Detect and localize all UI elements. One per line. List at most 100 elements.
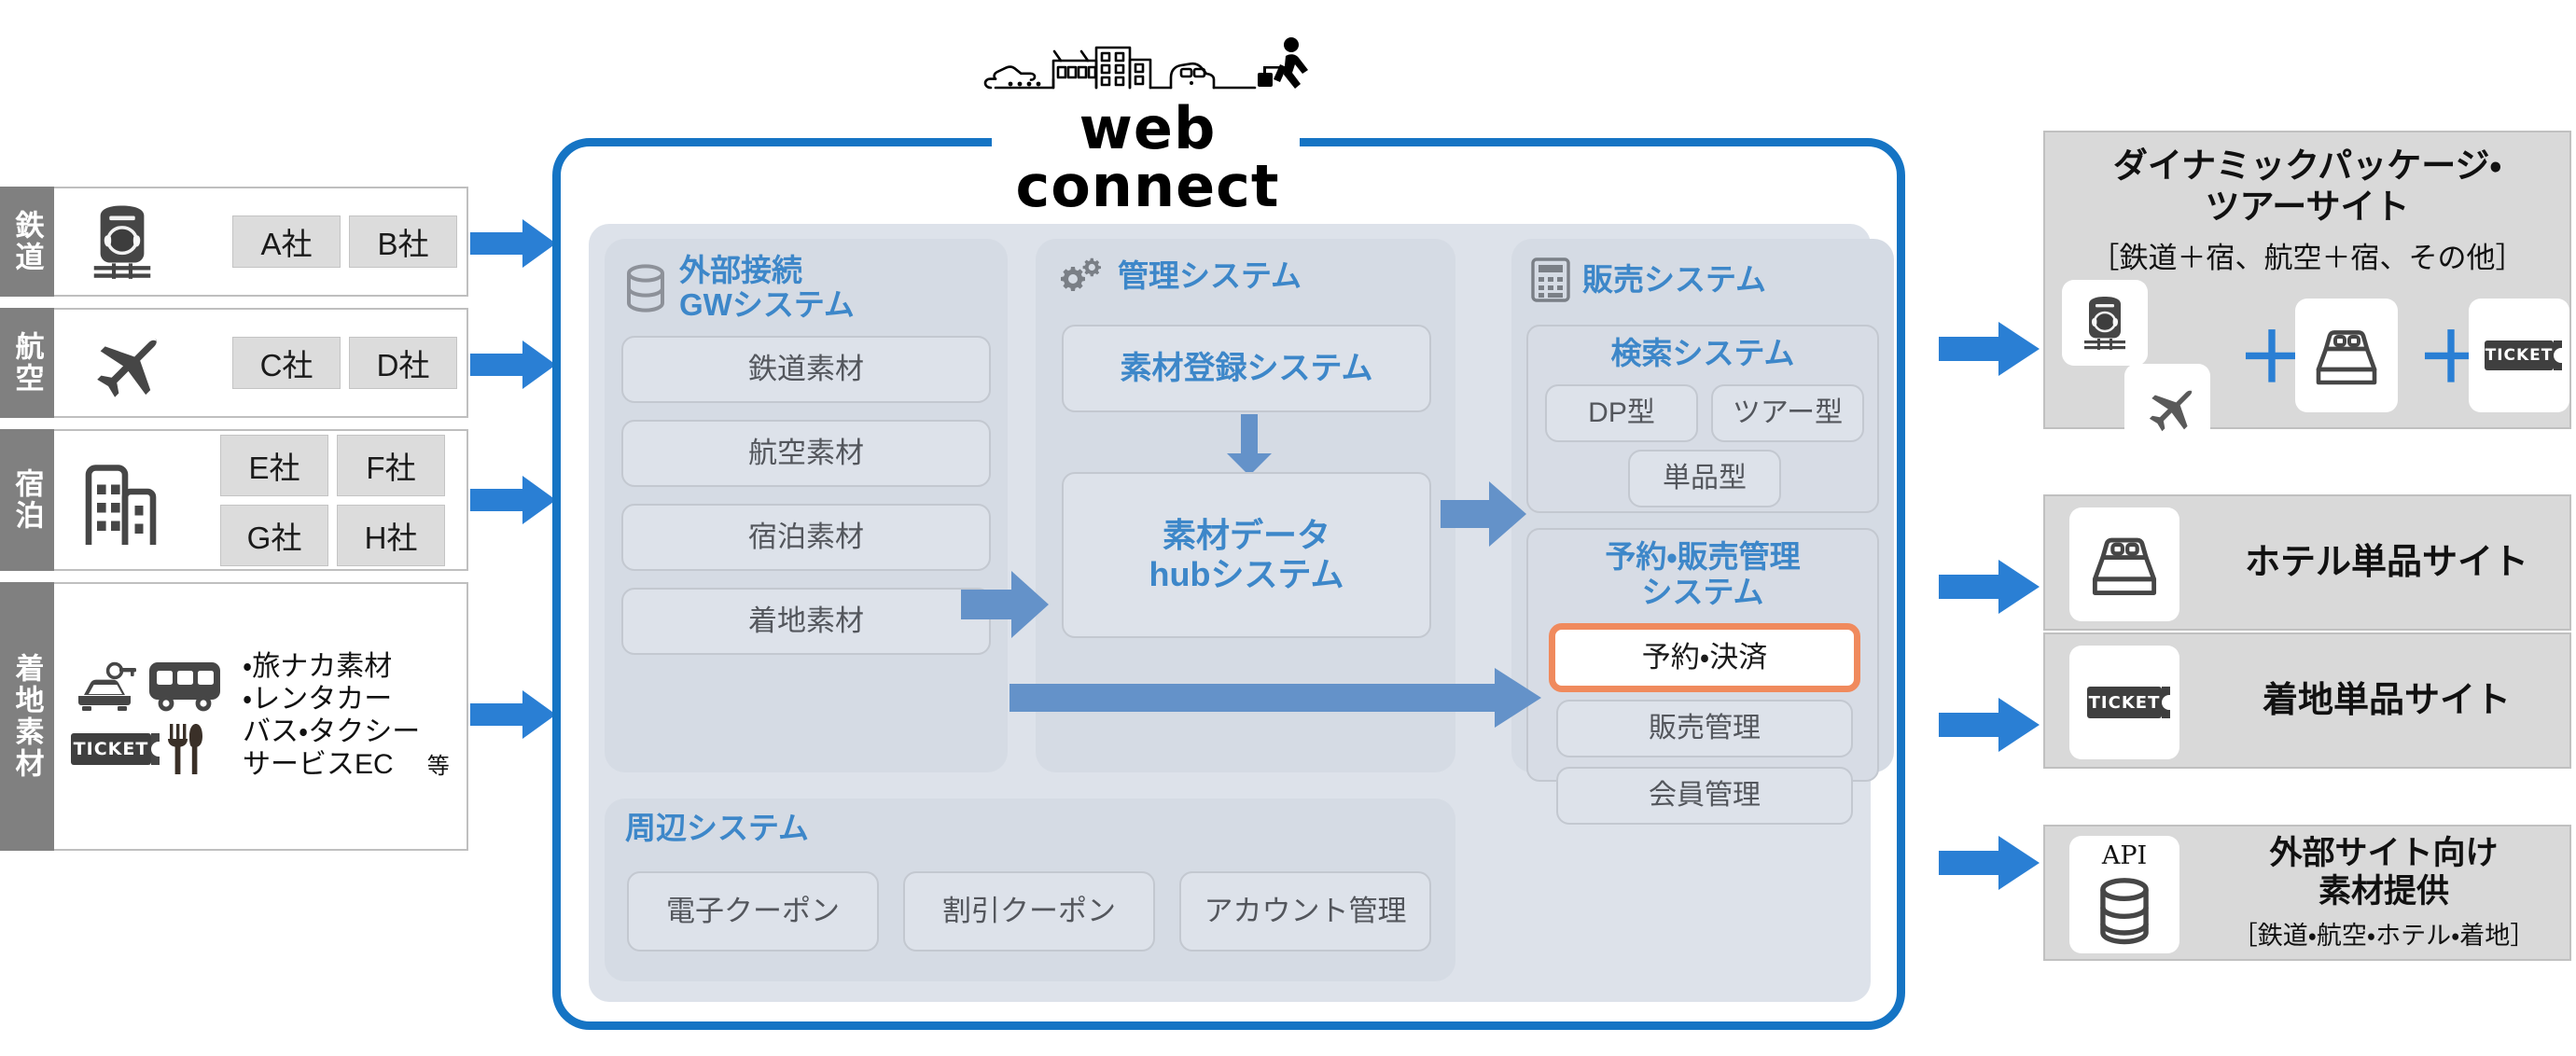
peripheral-item-account[interactable]: アカウント管理 bbox=[1179, 871, 1431, 952]
output-subtitle-dynamic-package: ［鉄道＋宿、航空＋宿、その他］ bbox=[2090, 242, 2525, 275]
gears-icon bbox=[1061, 257, 1101, 291]
gateway-item-air[interactable]: 航空素材 bbox=[621, 420, 991, 487]
search-item-dp[interactable]: DP型 bbox=[1545, 384, 1698, 442]
category-label-air: 航空 bbox=[0, 308, 54, 418]
company-box: C社 bbox=[232, 337, 341, 389]
plus-sign: ＋ bbox=[2237, 319, 2306, 396]
airplane-icon bbox=[2124, 364, 2210, 450]
booking-item-payment[interactable]: 予約・決済 bbox=[1549, 623, 1860, 692]
supplier-row-rail: 鉄道 A社 B社 bbox=[0, 187, 468, 297]
group-gateway: 外部接続 GWシステム 鉄道素材 航空素材 宿泊素材 着地素材 bbox=[605, 239, 1008, 772]
search-item-single[interactable]: 単品型 bbox=[1628, 450, 1781, 507]
ticket-icon: TICKET bbox=[71, 733, 160, 765]
group-management-label: 管理システム bbox=[1118, 257, 1302, 293]
skyline-icon bbox=[983, 37, 1308, 90]
booking-item-member-mgmt[interactable]: 会員管理 bbox=[1556, 767, 1853, 825]
output-title-api: 外部サイト向け 素材提供 bbox=[2269, 834, 2499, 910]
peripheral-item-discount[interactable]: 割引クーポン bbox=[903, 871, 1155, 952]
web-connect-logo: web connect bbox=[980, 35, 1316, 215]
bed-icon bbox=[2069, 507, 2179, 621]
restaurant-icon bbox=[168, 724, 202, 774]
management-item-registration[interactable]: 素材登録システム bbox=[1062, 325, 1431, 412]
output-subtitle-api: ［鉄道・航空・ホテル・着地］ bbox=[2232, 922, 2536, 951]
ticket-badge-text: TICKET bbox=[2485, 346, 2554, 365]
arrow-ground-material-to-booking bbox=[1010, 668, 1541, 728]
peripheral-item-ecoupon[interactable]: 電子クーポン bbox=[627, 871, 879, 952]
subgroup-booking: 予約・販売管理 システム 予約・決済 販売管理 会員管理 bbox=[1526, 528, 1879, 825]
output-panel-dynamic-package: ダイナミックパッケージ・ ツアーサイト ［鉄道＋宿、航空＋宿、その他］ ＋ bbox=[2043, 131, 2571, 450]
arrow-to-dp-site bbox=[1939, 322, 2040, 376]
category-label-lodging: 宿泊 bbox=[0, 429, 54, 571]
group-peripheral-label: 周辺システム bbox=[625, 811, 810, 845]
supplier-body-lodging: E社 F社 G社 H社 bbox=[54, 429, 468, 571]
category-label-rail: 鉄道 bbox=[0, 187, 54, 297]
booking-item-sales-mgmt[interactable]: 販売管理 bbox=[1556, 700, 1853, 757]
gateway-item-rail[interactable]: 鉄道素材 bbox=[621, 336, 991, 403]
group-management: 管理システム 素材登録システム 素材データ hubシステム bbox=[1036, 239, 1455, 772]
database-icon bbox=[627, 264, 664, 313]
arrow-rail-to-platform bbox=[470, 219, 556, 268]
bus-icon bbox=[149, 662, 220, 712]
supplier-body-ground: TICKET ・旅ナカ素材 ・レンタカー バス bbox=[54, 582, 468, 851]
ground-item: ・レンタカー bbox=[243, 684, 393, 716]
building-icon bbox=[67, 450, 177, 550]
group-gateway-label: 外部接続 GWシステム bbox=[679, 253, 855, 322]
group-peripheral-title: 周辺システム bbox=[605, 799, 1455, 846]
group-sales-title: 販売システム bbox=[1511, 239, 1894, 302]
airplane-icon bbox=[67, 324, 177, 402]
company-box: H社 bbox=[337, 504, 445, 566]
ground-item: ・旅ナカ素材 bbox=[243, 651, 393, 683]
management-item-hub[interactable]: 素材データ hubシステム bbox=[1062, 472, 1431, 638]
company-box: B社 bbox=[349, 215, 457, 268]
supplier-body-air: C社 D社 bbox=[54, 308, 468, 418]
subgroup-booking-title: 予約・販売管理 システム bbox=[1605, 539, 1801, 609]
arrow-lodging-material-to-hub bbox=[961, 571, 1049, 638]
ticket-badge-text: TICKET bbox=[2088, 692, 2161, 713]
group-gateway-title: 外部接続 GWシステム bbox=[605, 239, 1008, 323]
train-icon bbox=[2062, 280, 2148, 366]
arrow-lodging-to-platform bbox=[470, 476, 556, 524]
gateway-item-lodging[interactable]: 宿泊素材 bbox=[621, 504, 991, 571]
arrow-to-api-site bbox=[1939, 836, 2040, 890]
output-title-ground: 着地単品サイト bbox=[2262, 680, 2511, 720]
search-item-tour[interactable]: ツアー型 bbox=[1711, 384, 1864, 442]
supplier-companies-rail: A社 B社 bbox=[232, 215, 457, 268]
output-title-hotel: ホテル単品サイト bbox=[2244, 542, 2528, 582]
bed-icon bbox=[2295, 299, 2398, 412]
api-database-icon: API bbox=[2069, 836, 2179, 953]
group-management-title: 管理システム bbox=[1036, 239, 1455, 295]
supplier-row-air: 航空 C社 D社 bbox=[0, 308, 468, 418]
ticket-icon: TICKET bbox=[2069, 646, 2179, 759]
rentalcar-icon bbox=[78, 661, 136, 711]
category-label-ground: 着地素材 bbox=[0, 582, 54, 851]
output-panel-ground: TICKET 着地単品サイト bbox=[2043, 632, 2571, 769]
frame-logo-gap bbox=[992, 131, 1300, 155]
supplier-companies-lodging: E社 F社 G社 H社 bbox=[220, 434, 457, 566]
ground-transport-icons: TICKET bbox=[71, 657, 228, 776]
subgroup-search: 検索システム DP型 ツアー型 単品型 bbox=[1526, 325, 1879, 513]
company-box: G社 bbox=[220, 504, 328, 566]
company-box: F社 bbox=[337, 434, 445, 496]
group-sales: 販売システム 検索システム DP型 ツアー型 単品型 予約・販売管理 システム … bbox=[1511, 239, 1894, 825]
arrow-registration-to-hub bbox=[1227, 414, 1272, 476]
group-peripheral: 周辺システム 電子クーポン 割引クーポン アカウント管理 bbox=[605, 799, 1455, 981]
api-badge-text: API bbox=[2101, 841, 2148, 870]
logo-wordmark: web connect bbox=[1015, 94, 1280, 220]
supplier-body-rail: A社 B社 bbox=[54, 187, 468, 297]
calculator-icon bbox=[1531, 257, 1570, 302]
ticket-badge-text: TICKET bbox=[73, 739, 149, 759]
train-icon bbox=[67, 201, 177, 283]
company-box: D社 bbox=[349, 337, 457, 389]
output-panel-api: API 外部サイト向け 素材提供 ［鉄道・航空・ホテル・着地］ bbox=[2043, 825, 2571, 961]
group-sales-label: 販売システム bbox=[1582, 261, 1767, 297]
company-box: A社 bbox=[232, 215, 341, 268]
arrow-ground-to-platform bbox=[470, 690, 556, 739]
ground-item: バス・タクシー bbox=[243, 716, 421, 747]
arrow-to-ground-site bbox=[1939, 698, 2040, 752]
ticket-icon: TICKET bbox=[2469, 299, 2569, 412]
supplier-row-ground: 着地素材 bbox=[0, 582, 468, 851]
supplier-row-lodging: 宿泊 E社 F社 G bbox=[0, 429, 468, 571]
gateway-item-ground[interactable]: 着地素材 bbox=[621, 588, 991, 655]
